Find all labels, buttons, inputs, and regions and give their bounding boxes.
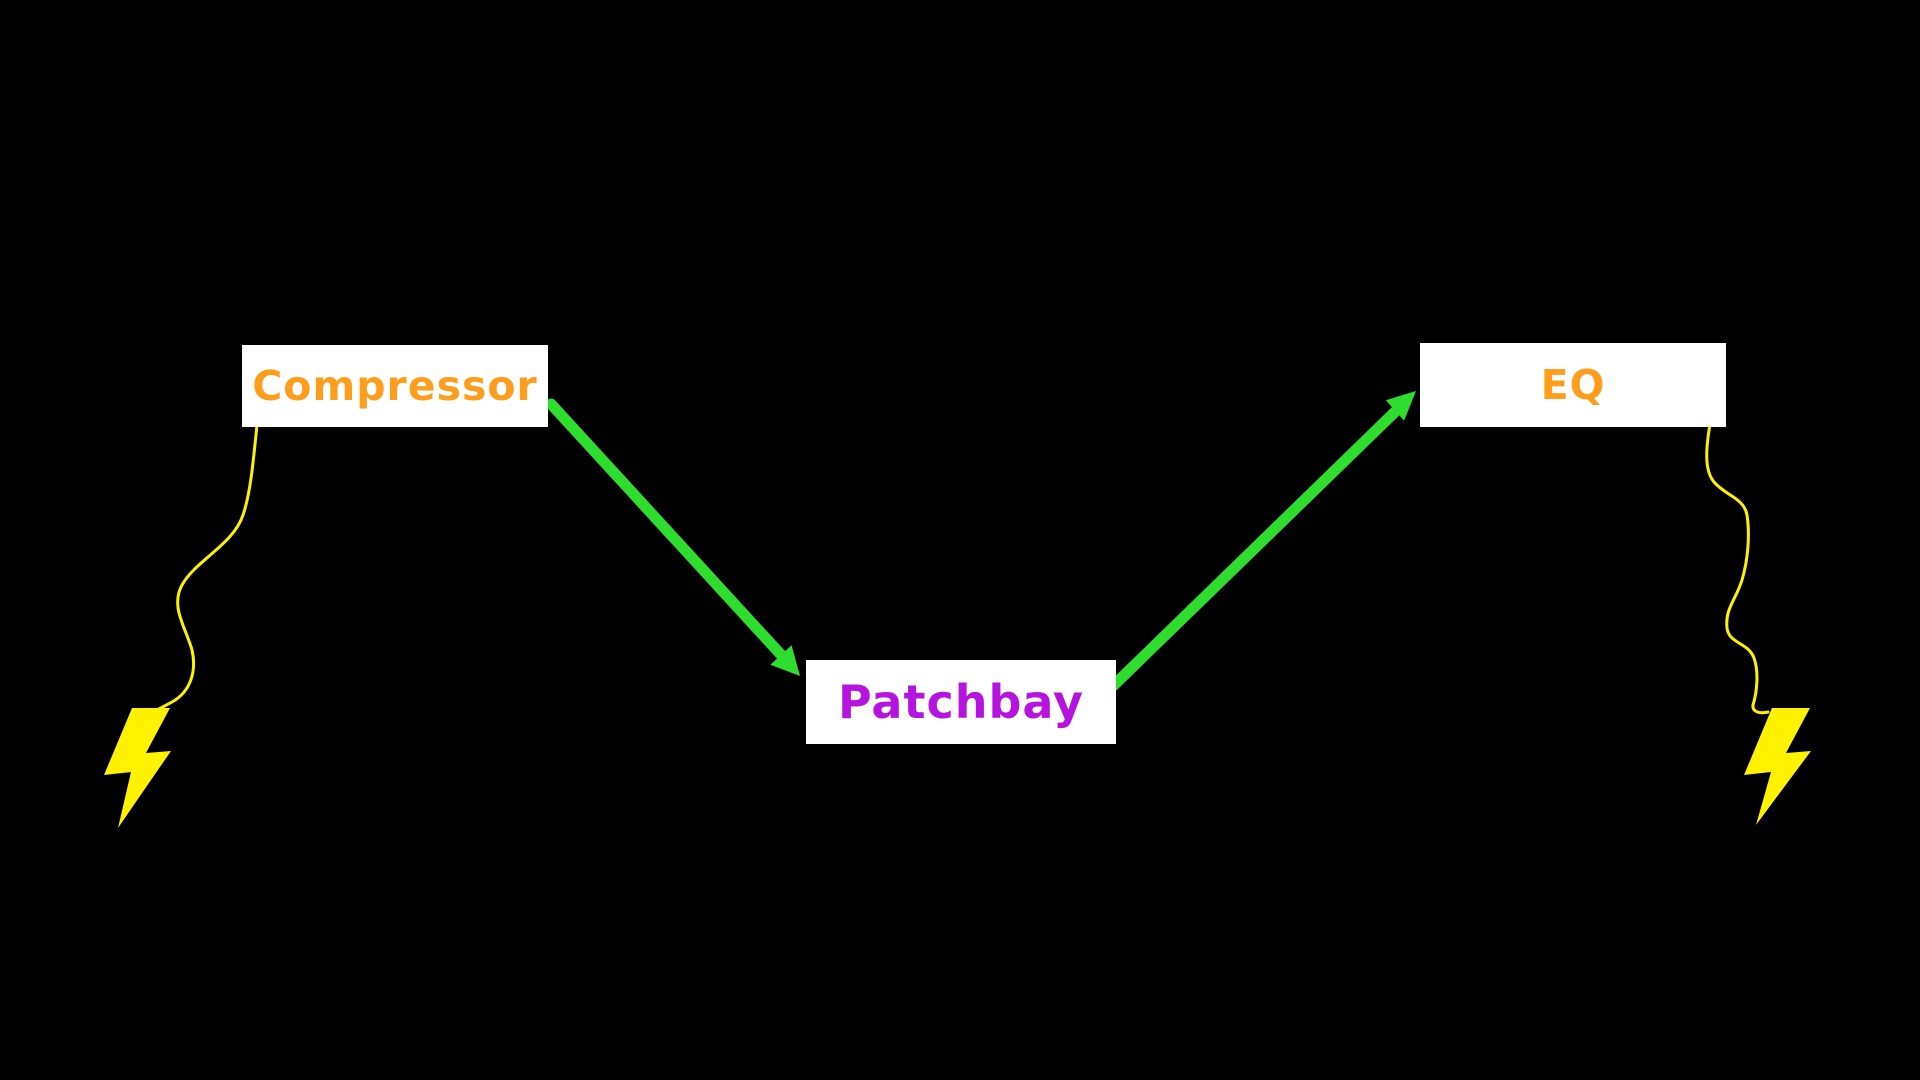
- node-compressor: Compressor: [242, 345, 548, 427]
- arrowhead-icon: [770, 645, 800, 676]
- arrow-shaft: [1106, 402, 1405, 693]
- wire-eq-to-right-bolt: [1705, 422, 1770, 715]
- arrowhead-icon: [1385, 391, 1416, 421]
- node-eq-label: EQ: [1540, 361, 1606, 409]
- node-eq: EQ: [1420, 343, 1726, 427]
- edge-patchbay-to-eq: [1106, 391, 1416, 693]
- wire-compressor-to-left-bolt: [155, 423, 259, 712]
- arrow-shaft: [545, 398, 790, 664]
- lightning-bolt-icon: [1744, 708, 1811, 825]
- node-patchbay: Patchbay: [806, 660, 1116, 744]
- edge-compressor-to-patchbay: [545, 398, 800, 676]
- lightning-bolt-icon: [104, 708, 171, 828]
- node-patchbay-label: Patchbay: [837, 675, 1085, 729]
- node-compressor-label: Compressor: [252, 362, 538, 410]
